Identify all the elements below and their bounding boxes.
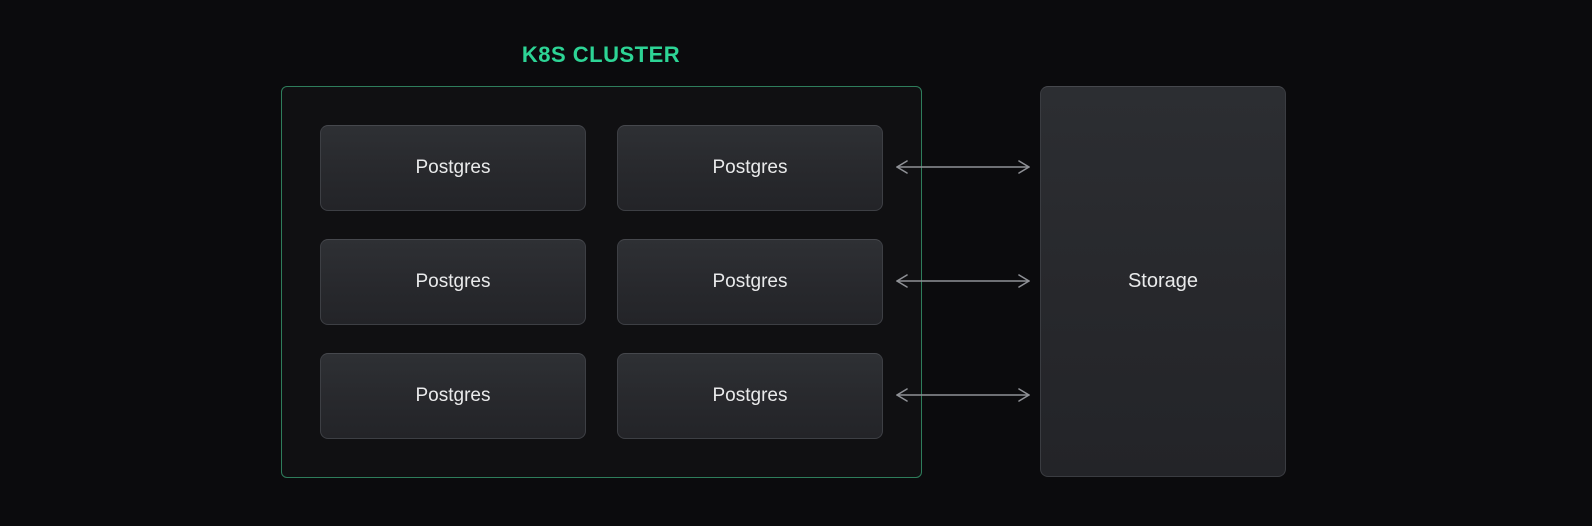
- postgres-node-label: Postgres: [712, 157, 788, 178]
- postgres-node: Postgres: [617, 239, 883, 325]
- postgres-node-label: Postgres: [712, 385, 788, 406]
- storage-box: Storage: [1040, 86, 1286, 477]
- storage-label: Storage: [1127, 270, 1199, 292]
- postgres-node: Postgres: [617, 125, 883, 211]
- postgres-node-label: Postgres: [415, 271, 491, 292]
- postgres-node-label: Postgres: [712, 271, 788, 292]
- bidirectional-arrow-icon: [893, 271, 1033, 291]
- postgres-node: Postgres: [617, 353, 883, 439]
- postgres-node: Postgres: [320, 353, 586, 439]
- postgres-node-label: Postgres: [415, 385, 491, 406]
- node-grid: Postgres Postgres Postgres Postgres Post…: [320, 125, 883, 439]
- postgres-node: Postgres: [320, 125, 586, 211]
- postgres-node-label: Postgres: [415, 157, 491, 178]
- bidirectional-arrow-icon: [893, 385, 1033, 405]
- k8s-cluster-box: Postgres Postgres Postgres Postgres Post…: [281, 86, 922, 478]
- bidirectional-arrow-icon: [893, 157, 1033, 177]
- cluster-title: K8S CLUSTER: [521, 42, 681, 67]
- postgres-node: Postgres: [320, 239, 586, 325]
